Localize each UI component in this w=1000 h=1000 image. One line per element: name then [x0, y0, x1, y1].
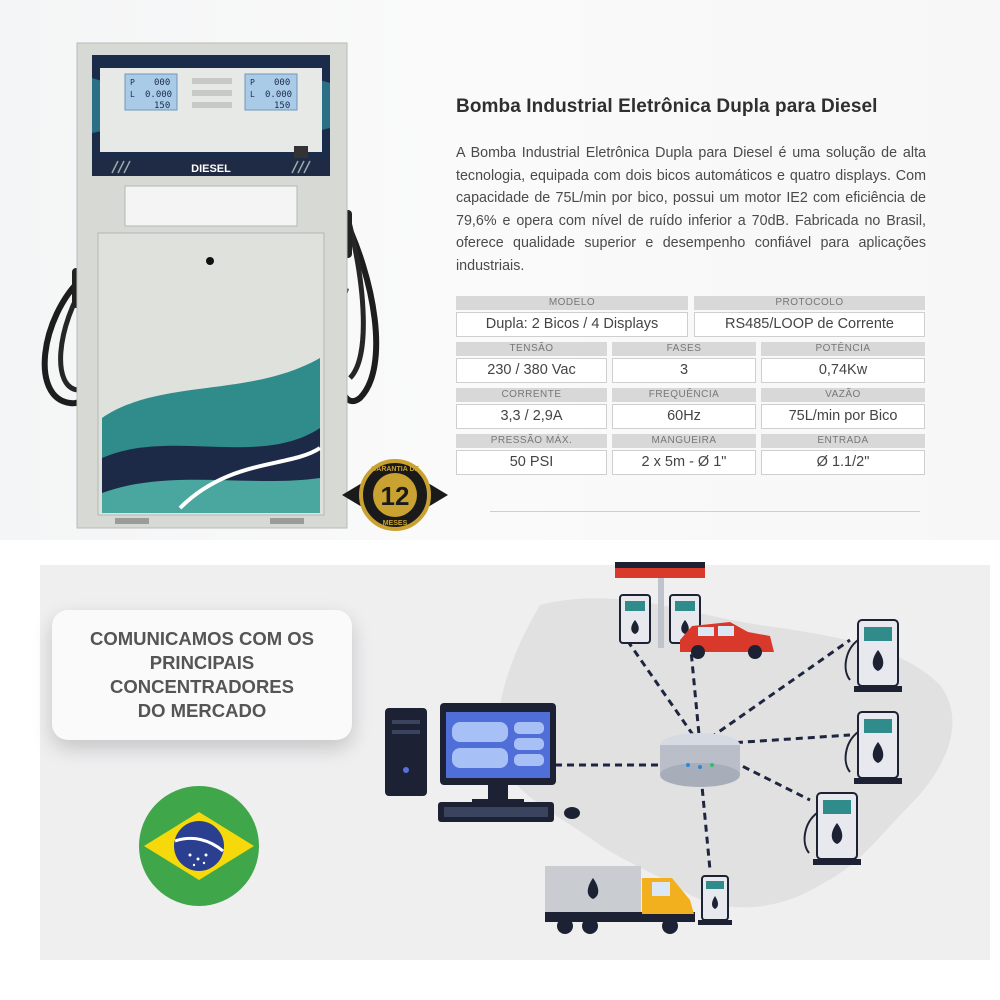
spec-label: MANGUEIRA: [612, 434, 756, 448]
spec-value: 230 / 380 Vac: [456, 358, 607, 383]
svg-text:L: L: [130, 90, 135, 99]
spec-label: VAZÃO: [761, 388, 925, 402]
fuel-dispenser-icon: [698, 875, 732, 925]
spec-value: 2 x 5m - Ø 1": [612, 450, 756, 475]
svg-text:P: P: [250, 78, 255, 87]
spec-value: 3: [612, 358, 756, 383]
spec-value: Ø 1.1/2": [761, 450, 925, 475]
spec-pressao: PRESSÃO MÁX. 50 PSI: [456, 434, 607, 475]
spec-protocolo: PROTOCOLO RS485/LOOP de Corrente: [694, 296, 925, 337]
spec-label: FASES: [612, 342, 756, 356]
spec-value: 0,74Kw: [761, 358, 925, 383]
concentrator-hub-icon: [660, 733, 740, 787]
mouse-icon: [564, 807, 580, 819]
product-section: P L 000 0.000 150 P L 000 0.000 150 DIES…: [0, 0, 1000, 540]
fuel-dispenser-icon: [619, 594, 651, 644]
spec-value: RS485/LOOP de Corrente: [694, 312, 925, 337]
spec-potencia: POTÊNCIA 0,74Kw: [761, 342, 925, 383]
spec-label: FREQUÊNCIA: [612, 388, 756, 402]
tanker-truck-icon: [545, 866, 695, 934]
monitor-icon: [440, 703, 556, 804]
spec-value: Dupla: 2 Bicos / 4 Displays: [456, 312, 688, 337]
fuel-pump-illustration: P L 000 0.000 150 P L 000 0.000 150 DIES…: [41, 42, 380, 529]
badge-number: 12: [381, 481, 410, 511]
spec-label: TENSÃO: [456, 342, 607, 356]
car-icon: [680, 622, 774, 659]
svg-text:P: P: [130, 78, 135, 87]
fuel-dispenser-icon: [844, 619, 902, 692]
spec-label: ENTRADA: [761, 434, 925, 448]
svg-text:L: L: [250, 90, 255, 99]
svg-text:000: 000: [274, 78, 290, 88]
svg-text:0.000: 0.000: [145, 90, 172, 100]
callout-line: COMUNICAMOS COM OS: [89, 628, 315, 649]
spec-label: MODELO: [456, 296, 688, 310]
spec-vazao: VAZÃO 75L/min por Bico: [761, 388, 925, 429]
spec-frequencia: FREQUÊNCIA 60Hz: [612, 388, 756, 429]
spec-entrada: ENTRADA Ø 1.1/2": [761, 434, 925, 475]
brazil-flag-icon: [138, 785, 260, 907]
spec-label: POTÊNCIA: [761, 342, 925, 356]
callout-text: COMUNICAMOS COM OS PRINCIPAIS CONCENTRAD…: [57, 627, 347, 723]
spec-mangueira: MANGUEIRA 2 x 5m - Ø 1": [612, 434, 756, 475]
product-title: Bomba Industrial Eletrônica Dupla para D…: [456, 96, 878, 117]
pump-brand-label: DIESEL: [191, 163, 231, 175]
svg-text:000: 000: [154, 78, 170, 88]
svg-text:0.000: 0.000: [265, 90, 292, 100]
fuel-pump-image: P L 000 0.000 150 P L 000 0.000 150 DIES…: [30, 38, 390, 538]
fuel-dispenser-icon: [844, 711, 902, 784]
spec-corrente: CORRENTE 3,3 / 2,9A: [456, 388, 607, 429]
svg-text:150: 150: [154, 101, 170, 111]
badge-bottom-text: MESES: [383, 520, 408, 527]
spec-value: 60Hz: [612, 404, 756, 429]
spec-modelo: MODELO Dupla: 2 Bicos / 4 Displays: [456, 296, 688, 337]
computer-tower-icon: [385, 708, 427, 796]
callout-card: COMUNICAMOS COM OS PRINCIPAIS CONCENTRAD…: [52, 610, 352, 740]
product-description: A Bomba Industrial Eletrônica Dupla para…: [456, 145, 926, 274]
spec-value: 75L/min por Bico: [761, 404, 925, 429]
spec-label: PRESSÃO MÁX.: [456, 434, 607, 448]
fuel-dispenser-icon: [803, 792, 861, 865]
callout-line: DO MERCADO: [137, 700, 267, 721]
keyboard-icon: [438, 802, 554, 822]
callout-line: PRINCIPAIS CONCENTRADORES: [110, 652, 294, 697]
warranty-badge: GARANTIA DE 12 MESES: [340, 455, 450, 535]
spec-label: CORRENTE: [456, 388, 607, 402]
spec-value: 3,3 / 2,9A: [456, 404, 607, 429]
spec-tensao: TENSÃO 230 / 380 Vac: [456, 342, 607, 383]
badge-top-text: GARANTIA DE: [371, 466, 420, 473]
spec-value: 50 PSI: [456, 450, 607, 475]
divider: [490, 511, 920, 512]
svg-text:150: 150: [274, 101, 290, 111]
gas-station-canopy-icon: [615, 562, 705, 648]
spec-fases: FASES 3: [612, 342, 756, 383]
spec-label: PROTOCOLO: [694, 296, 925, 310]
network-diagram: [380, 560, 940, 950]
